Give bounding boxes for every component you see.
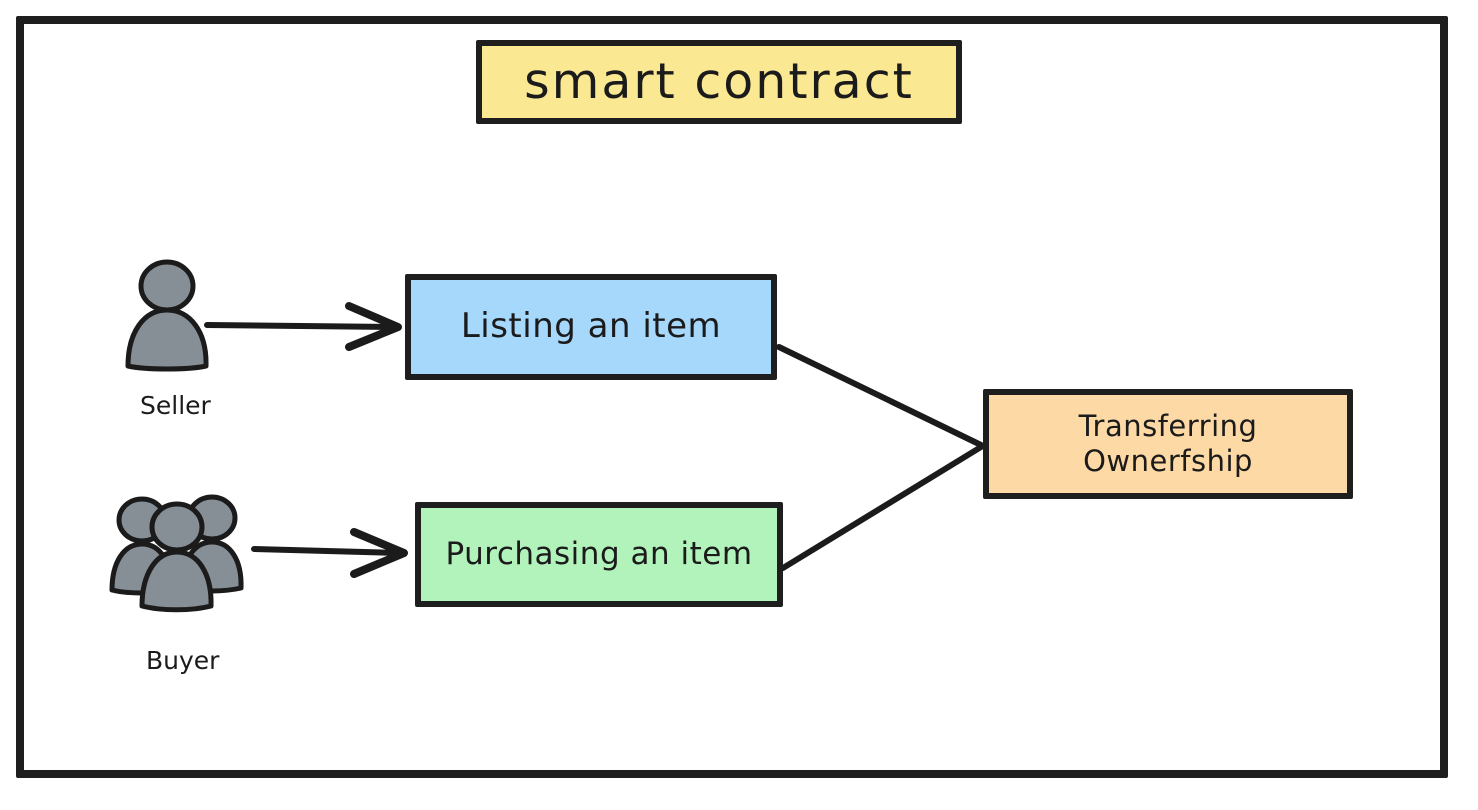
people-group-icon xyxy=(109,494,244,613)
node-listing-label: Listing an item xyxy=(460,306,722,347)
title-text: smart contract xyxy=(524,53,914,111)
title-box: smart contract xyxy=(476,40,962,124)
node-transferring-ownership: Transferring Ownerfship xyxy=(983,389,1353,499)
single-person-icon xyxy=(125,259,209,372)
actor-seller-label: Seller xyxy=(140,391,211,420)
node-purchasing-label: Purchasing an item xyxy=(445,535,753,572)
actor-buyer: Buyer xyxy=(104,484,274,684)
node-purchasing-an-item: Purchasing an item xyxy=(415,502,783,607)
actor-seller: Seller xyxy=(104,258,244,438)
node-transfer-label: Transferring Ownerfship xyxy=(1078,408,1258,478)
node-listing-an-item: Listing an item xyxy=(405,274,777,380)
actor-buyer-label: Buyer xyxy=(146,646,220,675)
diagram-outer-frame xyxy=(16,16,1448,778)
